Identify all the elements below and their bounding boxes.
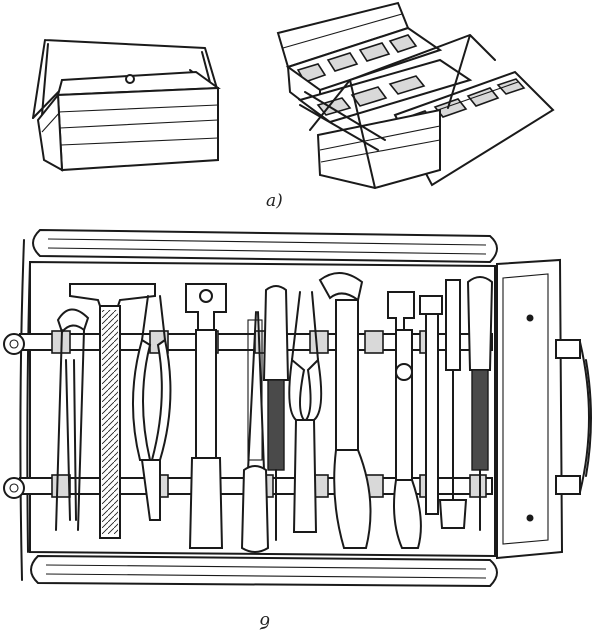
tools: [55, 272, 494, 553]
panel-a-label: a): [266, 191, 283, 211]
panel-b-label: б: [259, 611, 270, 631]
closed-toolbox: [32, 39, 221, 172]
open-toolbox: [276, 1, 555, 190]
tool-bag: [3, 228, 592, 588]
